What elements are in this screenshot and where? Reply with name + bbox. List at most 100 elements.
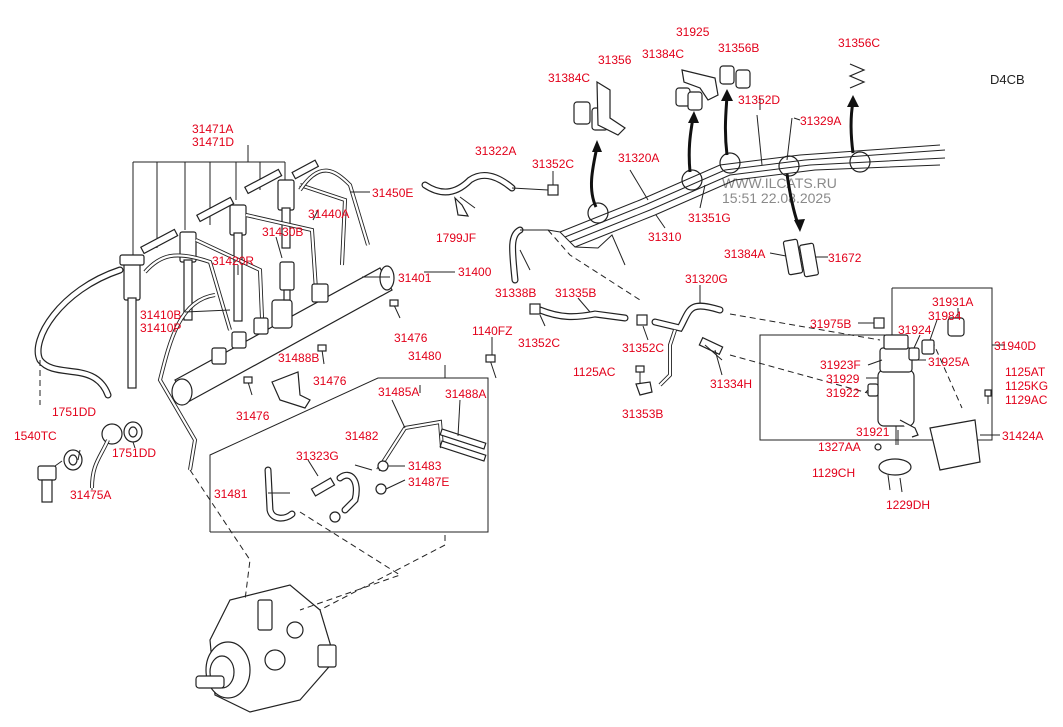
label-31323g[interactable]: 31323G	[296, 449, 339, 463]
label-31483[interactable]: 31483	[408, 459, 442, 473]
label-31929[interactable]: 31929	[826, 372, 860, 386]
connector-31334h[interactable]	[698, 336, 724, 356]
label-1129ac[interactable]: 1129AC	[1005, 393, 1048, 407]
label-31475a[interactable]: 31475A	[70, 488, 111, 502]
clip-31672[interactable]	[799, 242, 819, 278]
rail-pressure-sensor[interactable]	[279, 261, 295, 301]
bolt-1125ac[interactable]	[635, 365, 645, 384]
label-31352c-c[interactable]: 31352C	[622, 341, 664, 355]
label-31488a[interactable]: 31488A	[445, 387, 486, 401]
clip-31356c[interactable]	[848, 63, 866, 89]
fuel-filter[interactable]	[877, 334, 919, 445]
bracket-31356[interactable]	[596, 80, 626, 136]
label-1125ac[interactable]: 1125AC	[573, 365, 616, 379]
pipe-31488a-2[interactable]	[439, 440, 487, 462]
nut-1327aa[interactable]	[874, 443, 882, 451]
label-31975b[interactable]: 31975B	[810, 317, 851, 331]
label-31984[interactable]: 31984	[928, 309, 962, 323]
label-1799jf[interactable]: 1799JF	[436, 231, 476, 245]
label-31672[interactable]: 31672	[828, 251, 862, 265]
label-31322a[interactable]: 31322A	[475, 144, 516, 158]
bracket-31925[interactable]	[681, 69, 719, 101]
label-31351g[interactable]: 31351G	[688, 211, 731, 225]
hp-pump[interactable]	[195, 584, 337, 713]
hp-line-2[interactable]	[195, 238, 264, 319]
heater-31931a[interactable]	[947, 317, 965, 337]
clip-31487e[interactable]	[375, 483, 387, 495]
label-31923f[interactable]: 31923F	[820, 358, 861, 372]
label-31487e[interactable]: 31487E	[408, 475, 449, 489]
clip-31483[interactable]	[377, 460, 389, 472]
label-31476-b[interactable]: 31476	[313, 374, 347, 388]
banjo-fitting[interactable]	[101, 423, 123, 445]
label-31356c[interactable]: 31356C	[838, 36, 880, 50]
label-31924[interactable]: 31924	[898, 323, 932, 337]
label-31450e[interactable]: 31450E	[372, 186, 413, 200]
label-31925a[interactable]: 31925A	[928, 355, 969, 369]
label-31921[interactable]: 31921	[856, 425, 890, 439]
label-31384c-a[interactable]: 31384C	[548, 71, 590, 85]
label-31353b[interactable]: 31353B	[622, 407, 663, 421]
label-1751dd-a[interactable]: 1751DD	[52, 405, 96, 419]
bracket-31488b[interactable]	[271, 371, 311, 409]
banjo-bolt-1540tc[interactable]	[37, 465, 57, 503]
label-31329a[interactable]: 31329A	[800, 114, 841, 128]
clip-31356b[interactable]	[719, 65, 751, 89]
label-31400[interactable]: 31400	[458, 265, 492, 279]
bolt-31476-a[interactable]	[389, 299, 401, 319]
label-31410b[interactable]: 31410B	[140, 308, 181, 322]
label-31410p[interactable]: 31410P	[140, 321, 181, 335]
bracket-31424a[interactable]	[929, 419, 981, 471]
bolt-1229dh[interactable]	[899, 477, 903, 493]
clip-hose[interactable]	[329, 511, 341, 523]
label-31352d[interactable]: 31352D	[738, 93, 780, 107]
label-31335b[interactable]: 31335B	[555, 286, 596, 300]
clamp-bolt-2[interactable]	[196, 196, 235, 223]
label-1327aa[interactable]: 1327AA	[818, 440, 861, 454]
label-1125at[interactable]: 1125AT	[1005, 365, 1046, 379]
label-1540tc[interactable]: 1540TC	[14, 429, 57, 443]
common-rail[interactable]	[171, 265, 395, 406]
label-31922[interactable]: 31922	[826, 386, 860, 400]
clip-31384a[interactable]	[782, 238, 804, 276]
label-31401[interactable]: 31401	[398, 271, 432, 285]
label-31320g[interactable]: 31320G	[685, 272, 728, 286]
label-1140fz[interactable]: 1140FZ	[472, 324, 512, 338]
clip-31384c-b[interactable]	[675, 87, 703, 111]
label-31476-a[interactable]: 31476	[394, 331, 428, 345]
label-31440a[interactable]: 31440A	[308, 207, 349, 221]
label-31471d[interactable]: 31471D	[192, 135, 234, 149]
injector-1[interactable]	[119, 254, 145, 389]
label-31480[interactable]: 31480	[408, 349, 442, 363]
plug-31984[interactable]	[921, 339, 935, 355]
pipe-31488a-1[interactable]	[439, 428, 487, 450]
clamp-bolt-1[interactable]	[140, 228, 179, 255]
clamp-31352c-a[interactable]	[547, 184, 559, 196]
bolt-1125at[interactable]	[984, 389, 992, 404]
bolt-31476-c[interactable]	[243, 376, 253, 396]
connector-31323g[interactable]	[310, 477, 336, 497]
label-31481[interactable]: 31481	[214, 487, 248, 501]
fuel-line-bundle[interactable]	[547, 114, 946, 266]
label-31384a[interactable]: 31384A	[724, 247, 765, 261]
label-31356b[interactable]: 31356B	[718, 41, 759, 55]
sensor-31924[interactable]	[908, 347, 920, 361]
band-1129ch[interactable]	[878, 458, 912, 476]
bolt-31476-b[interactable]	[317, 344, 327, 365]
label-31471a[interactable]: 31471A	[192, 122, 233, 136]
clamp-31352c-c[interactable]	[636, 314, 648, 326]
label-31430b[interactable]: 31430B	[262, 225, 303, 239]
label-1229dh[interactable]: 1229DH	[886, 498, 930, 512]
label-31420r[interactable]: 31420R	[212, 254, 254, 268]
label-31485a[interactable]: 31485A	[378, 385, 419, 399]
clamp-bolt-4[interactable]	[291, 159, 320, 180]
label-31334h[interactable]: 31334H	[710, 377, 752, 391]
clip-1799jf[interactable]	[454, 196, 470, 217]
label-1129ch[interactable]: 1129CH	[812, 466, 855, 480]
bolt-1140fz[interactable]	[485, 354, 497, 379]
injector-4[interactable]	[277, 179, 295, 249]
label-31488b[interactable]: 31488B	[278, 351, 319, 365]
clip-31353b[interactable]	[635, 381, 653, 396]
label-1751dd-b[interactable]: 1751DD	[112, 446, 156, 460]
label-31384c-b[interactable]: 31384C	[642, 47, 684, 61]
